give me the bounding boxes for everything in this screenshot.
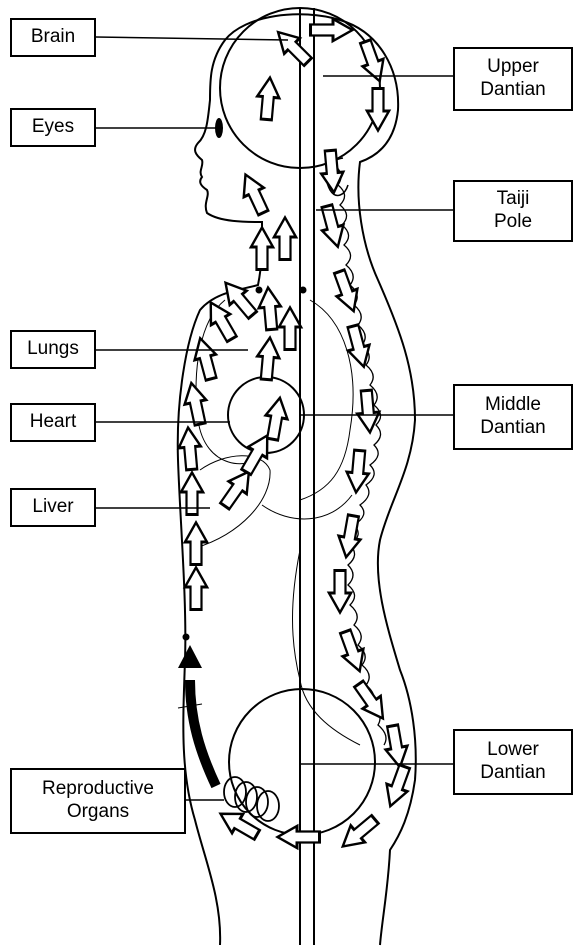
flow-arrow [190, 335, 222, 381]
flow-arrow [329, 268, 364, 315]
brain-label: Brain [10, 18, 96, 57]
eyes-label: Eyes [10, 108, 96, 147]
flow-arrow [279, 308, 301, 350]
flow-arrow [251, 228, 273, 270]
liver-label: Liver [10, 488, 96, 527]
lung-outline-back [300, 300, 353, 500]
point-dot [183, 634, 190, 641]
black-arrowhead [178, 645, 202, 668]
flow-arrow [355, 38, 390, 85]
flow-arrow [336, 811, 382, 855]
flow-arrow [215, 804, 262, 844]
flow-arrow [382, 724, 411, 769]
upper-dantian-label: Upper Dantian [453, 47, 573, 111]
flow-arrow [236, 170, 274, 217]
flow-arrow [255, 77, 281, 121]
heart-label: Heart [10, 403, 96, 442]
flow-arrow [329, 571, 351, 613]
black-flow-arrow [190, 680, 216, 786]
point-dot [300, 287, 307, 294]
lower-dantian-circle [229, 689, 375, 835]
point-dot [256, 287, 263, 294]
middle-dantian-label: Middle Dantian [453, 384, 573, 450]
flow-arrow [342, 323, 374, 369]
flow-arrow [181, 381, 211, 427]
flow-arrow [185, 568, 207, 610]
lower-dantian-label: Lower Dantian [453, 729, 573, 795]
flow-arrow [255, 337, 281, 381]
reproductive-organs-label: Reproductive Organs [10, 768, 186, 834]
flow-arrow [270, 24, 315, 69]
body-outline [178, 14, 416, 945]
taiji-pole-label: Taiji Pole [453, 180, 573, 242]
flow-arrow [257, 287, 283, 331]
flow-arrow [262, 396, 291, 441]
flow-arrow [350, 678, 392, 725]
lungs-label: Lungs [10, 330, 96, 369]
flow-arrow [274, 218, 296, 260]
flow-arrow [185, 523, 207, 565]
flow-arrow [177, 427, 203, 471]
